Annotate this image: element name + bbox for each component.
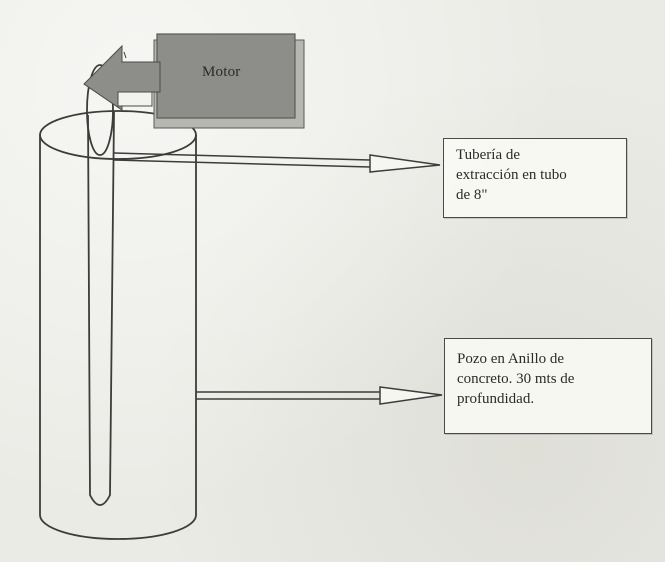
motor-intake-arrow [83,44,161,111]
pipe-label-arrow [113,152,441,173]
pipe-label-box: Tubería de extracción en tubo de 8" [443,138,627,218]
motor-mark [123,51,127,59]
well-label-box: Pozo en Anillo de concreto. 30 mts de pr… [444,338,652,434]
well-label-arrow [196,386,443,405]
well-label-line-2: concreto. 30 mts de [457,371,575,387]
pipe-top-opening [86,64,114,156]
motor [83,33,305,129]
motor-coupling [117,91,153,107]
well-label-line-3: profundidad. [457,391,535,407]
well-cylinder [39,110,197,540]
motor-label: Motor [202,64,241,80]
well-bottom-rim [39,514,197,540]
pipe-label-line-2: extracción en tubo [456,167,567,183]
pipe-label-line-1: Tubería de [456,147,521,163]
motor-box [156,33,296,119]
extraction-pipe [86,64,115,506]
pipe-body [87,111,115,506]
pipe-label-line-3: de 8" [456,187,488,203]
well-label-line-1: Pozo en Anillo de [457,351,565,367]
